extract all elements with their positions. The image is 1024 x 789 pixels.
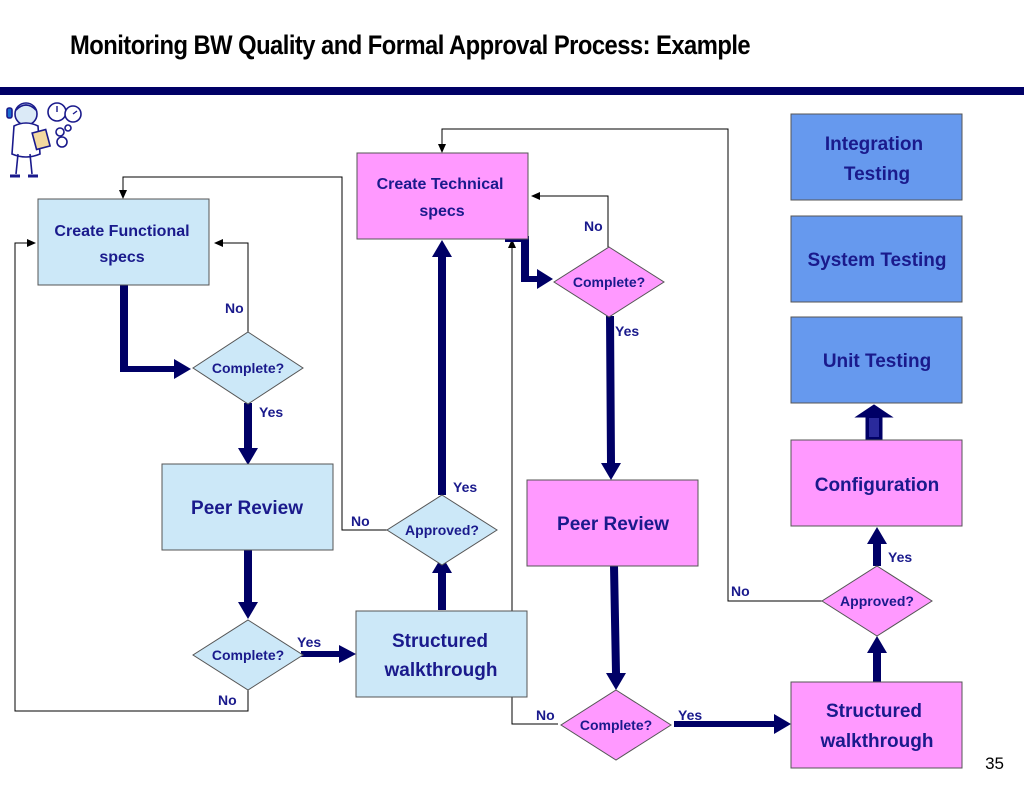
- arrow-walkthrough-1-to-approved-1: [432, 556, 452, 610]
- unit-testing-box: [790, 316, 963, 404]
- system-testing-label: System Testing: [807, 250, 946, 271]
- mascot-illustration: [6, 102, 82, 178]
- arrow-peer-review-1-to-complete-2: [238, 550, 258, 619]
- system-testing-box: [790, 215, 963, 303]
- structured-walkthrough-2-line1: Structured: [826, 701, 922, 722]
- arrow-functional-to-complete-1: [120, 285, 191, 379]
- arrow-complete-1-to-peer-review-1: [238, 403, 258, 465]
- yes-label-3: Yes: [453, 479, 477, 495]
- title-rule: [0, 87, 1024, 95]
- arrow-technical-to-complete-3: [505, 236, 553, 289]
- complete-1-label: Complete?: [212, 360, 284, 376]
- loop-approved2-no-to-technical-specs: [438, 128, 823, 602]
- no-label-6: No: [731, 583, 750, 599]
- loop-complete2-no-to-functional-specs: [14, 239, 249, 712]
- thick-flow-arrows: [120, 236, 887, 734]
- configuration-label: Configuration: [815, 475, 940, 496]
- create-functional-specs-box: [37, 198, 210, 286]
- approved-1-diamond: [386, 494, 498, 566]
- create-technical-specs-line1: Create Technical: [377, 176, 504, 193]
- complete-2-label: Complete?: [212, 647, 284, 663]
- complete-3-label: Complete?: [573, 274, 645, 290]
- no-label-3: No: [351, 513, 370, 529]
- yes-label-1: Yes: [259, 404, 283, 420]
- arrow-peer-review-2-to-complete-4: [606, 566, 626, 690]
- create-functional-specs-line1: Create Functional: [54, 223, 189, 240]
- integration-testing-box: [790, 113, 963, 201]
- loop-no-to-technical-specs: [531, 192, 609, 247]
- unit-testing-label: Unit Testing: [823, 351, 931, 372]
- peer-review-2-label: Peer Review: [557, 514, 669, 535]
- no-label-1: No: [225, 300, 244, 316]
- yes-label-5: Yes: [678, 707, 702, 723]
- slide-title: Monitoring BW Quality and Formal Approva…: [70, 30, 751, 60]
- create-technical-specs-box: [356, 152, 529, 240]
- loop-approved1-no-to-functional-specs: [119, 176, 390, 531]
- complete-4-label: Complete?: [580, 717, 652, 733]
- integration-testing-line2: Testing: [844, 164, 910, 185]
- integration-testing-line1: Integration: [825, 134, 923, 155]
- no-label-2: No: [218, 692, 237, 708]
- arrow-approved-2-to-configuration: [867, 527, 887, 566]
- complete-3-diamond: [553, 246, 665, 318]
- yes-label-4: Yes: [615, 323, 639, 339]
- create-technical-specs-line2: specs: [419, 203, 464, 220]
- peer-review-1-label: Peer Review: [191, 498, 303, 519]
- peer-review-2-box: [526, 479, 699, 567]
- structured-walkthrough-1-box: [355, 610, 528, 698]
- structured-walkthrough-1-line1: Structured: [392, 631, 488, 652]
- arrow-complete-3-to-peer-review-2: [601, 316, 621, 480]
- arrow-walkthrough-2-to-approved-2: [867, 636, 887, 682]
- no-label-5: No: [536, 707, 555, 723]
- arrow-approved-1-to-technical-specs: [432, 240, 452, 495]
- arrow-complete-2-to-walkthrough-1: [301, 645, 356, 663]
- structured-walkthrough-2-box: [790, 681, 963, 769]
- page-number: 35: [985, 754, 1004, 773]
- approved-2-label: Approved?: [840, 593, 914, 609]
- complete-1-diamond: [192, 331, 304, 405]
- complete-4-diamond: [560, 689, 672, 761]
- arrow-complete-4-to-walkthrough-2: [674, 714, 791, 734]
- structured-walkthrough-2-line2: walkthrough: [820, 731, 934, 752]
- no-label-4: No: [584, 218, 603, 234]
- create-functional-specs-line2: specs: [99, 249, 144, 266]
- yes-label-2: Yes: [297, 634, 321, 650]
- approved-2-diamond: [821, 565, 933, 637]
- yes-label-6: Yes: [888, 549, 912, 565]
- loop-complete4-no-to-technical-specs: [508, 239, 558, 725]
- structured-walkthrough-1-line2: walkthrough: [384, 660, 498, 681]
- configuration-box: [790, 439, 963, 527]
- complete-2-diamond: [192, 619, 304, 691]
- approved-1-label: Approved?: [405, 522, 479, 538]
- loop-no-to-functional-specs: [214, 239, 249, 332]
- peer-review-1-box: [161, 463, 334, 551]
